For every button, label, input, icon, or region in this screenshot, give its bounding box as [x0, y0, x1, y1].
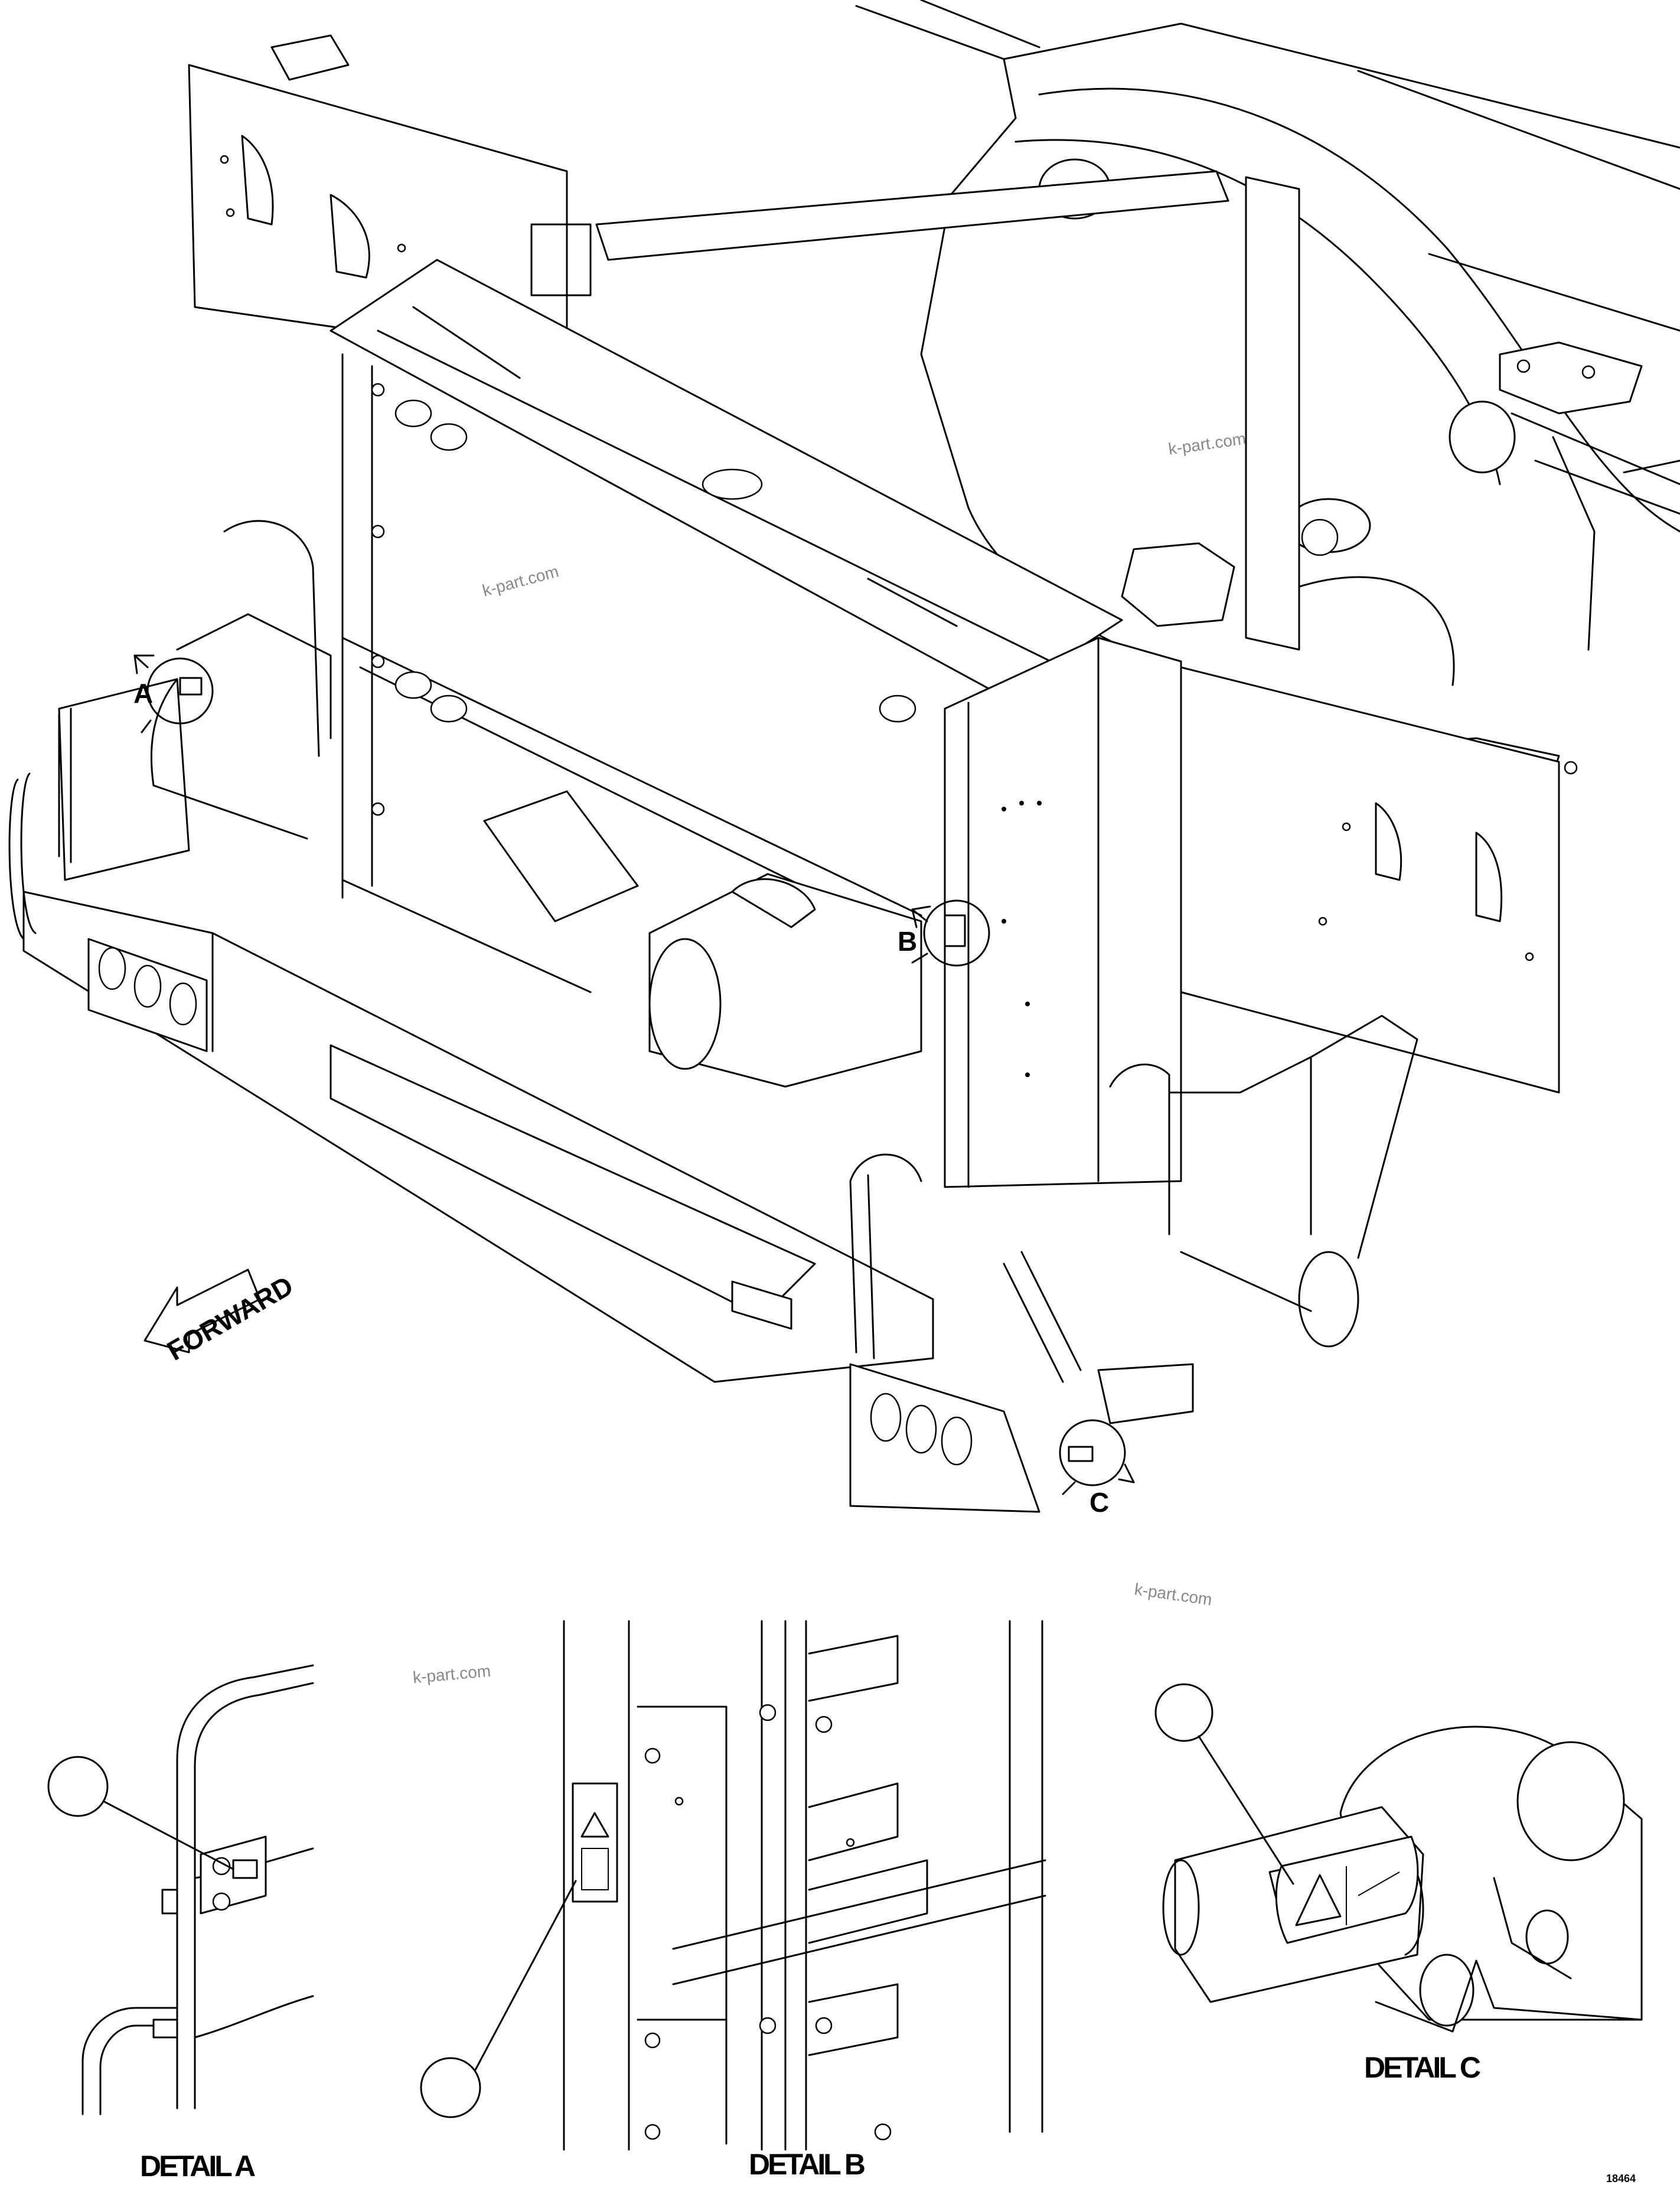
lower-chassis	[22, 891, 1359, 1513]
cab-frame	[330, 259, 1182, 1188]
detail-b-view: DETAIL B	[420, 1620, 1046, 2181]
callout-a: A	[133, 654, 214, 733]
detail-c-view: DETAIL C	[1154, 1683, 1643, 2084]
vertical-post	[1245, 176, 1300, 651]
right-side-panel	[1180, 666, 1560, 1094]
right-handrails	[849, 1015, 1418, 1383]
callout-letter-b: B	[898, 926, 917, 957]
watermark: k-part.com	[1133, 1580, 1213, 1609]
figure-number: 18464	[1606, 2173, 1636, 2184]
watermark: k-part.com	[481, 562, 561, 600]
detail-b-title: DETAIL B	[749, 2148, 865, 2181]
left-handrails	[8, 520, 332, 940]
detail-a-view: DETAIL A	[47, 1664, 314, 2183]
callout-b: B	[898, 899, 990, 967]
detail-c-title: DETAIL C	[1364, 2051, 1480, 2084]
detail-b-callout-bubble	[420, 2057, 481, 2118]
watermark: k-part.com	[1167, 429, 1247, 458]
detail-c-callout-bubble	[1154, 1683, 1213, 1742]
detail-a-callout-bubble	[47, 1756, 109, 1817]
watermark: k-part.com	[412, 1662, 491, 1687]
forward-arrow: FORWARD	[143, 1269, 298, 1367]
callout-c: C	[1059, 1419, 1135, 1518]
callout-letter-c: C	[1089, 1487, 1109, 1518]
detail-a-title: DETAIL A	[140, 2150, 255, 2183]
main-assembly-view: FORWARD A B C k-part.com k-part	[8, 0, 1680, 1518]
diagonal-strut	[595, 170, 1229, 261]
callout-letter-a: A	[133, 678, 153, 709]
detail-b-decal	[572, 1782, 618, 1903]
